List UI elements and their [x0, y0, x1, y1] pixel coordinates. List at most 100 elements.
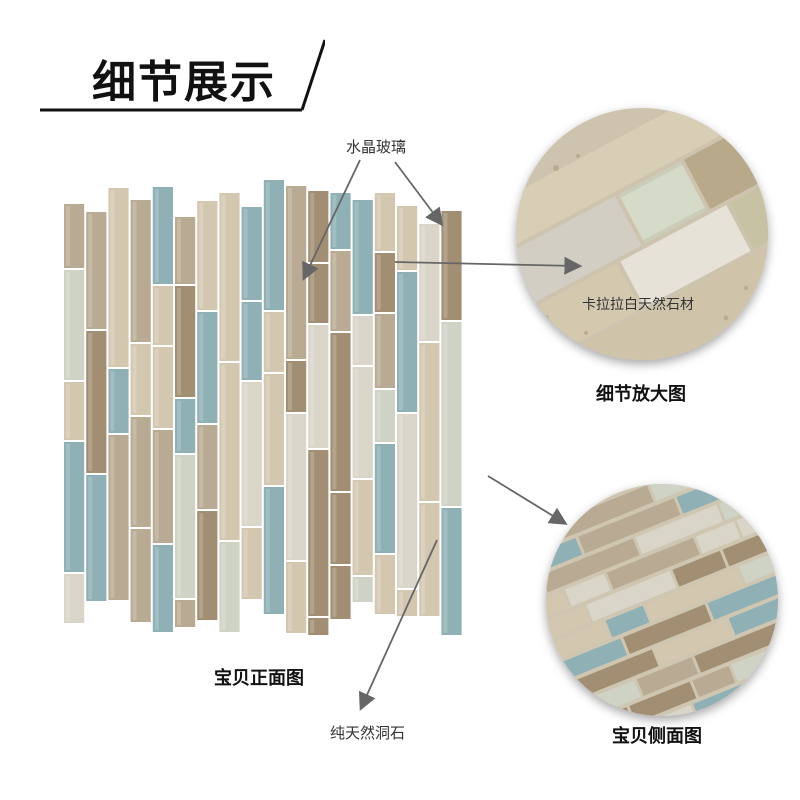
mosaic-strip-highlight	[154, 432, 159, 541]
side-view-strip	[692, 665, 736, 698]
mosaic-strip-highlight	[132, 531, 137, 620]
mosaic-strip	[330, 566, 351, 619]
mosaic-strip-highlight	[132, 419, 137, 525]
mosaic-strip-highlight	[66, 576, 70, 621]
mosaic-strip-highlight	[332, 335, 337, 489]
side-view-strip	[606, 537, 700, 590]
side-view-image	[546, 484, 778, 716]
mosaic-strip	[175, 217, 196, 284]
mosaic-strip-highlight	[310, 266, 315, 321]
mosaic-strip	[419, 343, 440, 501]
mosaic-strip-highlight	[177, 457, 181, 596]
mosaic-strip-highlight	[288, 188, 292, 357]
mosaic-strip-highlight	[265, 314, 270, 370]
mosaic-strip-highlight	[399, 274, 403, 410]
mosaic-strip-highlight	[132, 202, 137, 340]
mosaic-strip-highlight	[354, 318, 359, 363]
mosaic-strip-highlight	[354, 202, 359, 312]
mosaic-strip	[286, 414, 307, 560]
mosaic-strip-highlight	[443, 213, 448, 318]
mosaic-strip	[130, 417, 151, 527]
mosaic-strip	[241, 207, 262, 300]
side-view-strip	[654, 619, 733, 665]
mosaic-strip	[152, 347, 173, 428]
side-view-strip	[547, 621, 610, 661]
mosaic-strip	[64, 574, 85, 623]
mosaic-strip-highlight	[154, 189, 159, 282]
mosaic-strip	[219, 542, 240, 632]
side-view-strip	[695, 521, 741, 554]
mosaic-strip-highlight	[376, 446, 381, 551]
caption-front-view: 宝贝正面图	[214, 668, 304, 689]
mosaic-strip	[419, 224, 440, 341]
mosaic-strip	[219, 363, 240, 540]
mosaic-strip	[64, 270, 85, 380]
mosaic-strip	[86, 331, 107, 473]
mosaic-strip	[330, 333, 351, 491]
side-view-strip	[549, 485, 654, 542]
side-view-strip	[676, 484, 741, 514]
mosaic-strip-highlight	[332, 495, 337, 562]
mosaic-strip	[397, 272, 418, 412]
mosaic-strip	[197, 511, 218, 620]
detail-zoom-image: 卡拉拉白天然石材	[516, 108, 768, 360]
mosaic-strip-highlight	[88, 214, 93, 327]
mosaic-strip	[241, 382, 262, 526]
mosaic-strip	[374, 390, 395, 442]
mosaic-strip	[197, 425, 218, 509]
mosaic-strip-highlight	[399, 208, 403, 268]
side-view-strip	[739, 529, 778, 584]
mosaic-strip	[219, 193, 240, 361]
section-header: 细节展示	[40, 38, 325, 116]
mosaic-strip-highlight	[288, 564, 292, 631]
mosaic-strip-highlight	[288, 363, 292, 410]
mosaic-strip-highlight	[421, 226, 426, 339]
mosaic-strip-highlight	[265, 489, 270, 612]
mosaic-strip	[352, 316, 373, 365]
mosaic-strip-highlight	[66, 206, 70, 266]
mosaic-strip	[175, 286, 196, 397]
mosaic-strip-highlight	[154, 288, 159, 343]
mosaic-strip	[374, 253, 395, 312]
mosaic-strip	[441, 322, 462, 506]
side-view-strip	[546, 538, 640, 593]
mosaic-strip-highlight	[66, 444, 70, 570]
mosaic-strip	[152, 545, 173, 632]
mosaic-strip-highlight	[243, 384, 248, 524]
side-view-strip	[623, 604, 712, 654]
mosaic-strip-highlight	[354, 579, 359, 600]
side-view-strip	[578, 498, 681, 554]
caption-side-view: 宝贝侧面图	[612, 726, 702, 747]
mosaic-strip	[130, 344, 151, 415]
mosaic-strip-highlight	[88, 333, 93, 471]
mosaic-strip	[197, 312, 218, 423]
mosaic-strip-highlight	[443, 510, 448, 633]
mosaic-strip-highlight	[399, 592, 403, 614]
mosaic-strip-highlight	[310, 193, 315, 260]
mosaic-strip	[64, 442, 85, 572]
side-view-strip	[629, 681, 697, 716]
mosaic-strip	[241, 302, 262, 380]
mosaic-strip	[175, 399, 196, 453]
mosaic-strip	[263, 312, 284, 372]
mosaic-strip-highlight	[443, 324, 448, 504]
side-view-strip	[575, 649, 659, 697]
mosaic-strip-highlight	[265, 182, 270, 308]
mosaic-strip-highlight	[376, 557, 381, 612]
side-view-strip	[649, 484, 722, 501]
mosaic-strip	[152, 286, 173, 345]
mosaic-strip	[175, 455, 196, 598]
mosaic-strip-highlight	[288, 416, 292, 558]
header-slash-decoration	[40, 39, 325, 112]
mosaic-strip-highlight	[199, 314, 204, 421]
mosaic-strip	[197, 201, 218, 310]
mosaic-strip-highlight	[199, 427, 204, 507]
mosaic-strip-highlight	[310, 452, 315, 614]
mosaic-strip	[286, 186, 307, 359]
callout-white-stone: 卡拉拉白天然石材	[582, 297, 694, 313]
mosaic-strip-highlight	[132, 346, 137, 413]
mosaic-strip-highlight	[265, 376, 270, 483]
mosaic-strip-highlight	[221, 544, 226, 630]
mosaic-strip-highlight	[243, 304, 248, 378]
mosaic-strip-highlight	[66, 272, 70, 378]
